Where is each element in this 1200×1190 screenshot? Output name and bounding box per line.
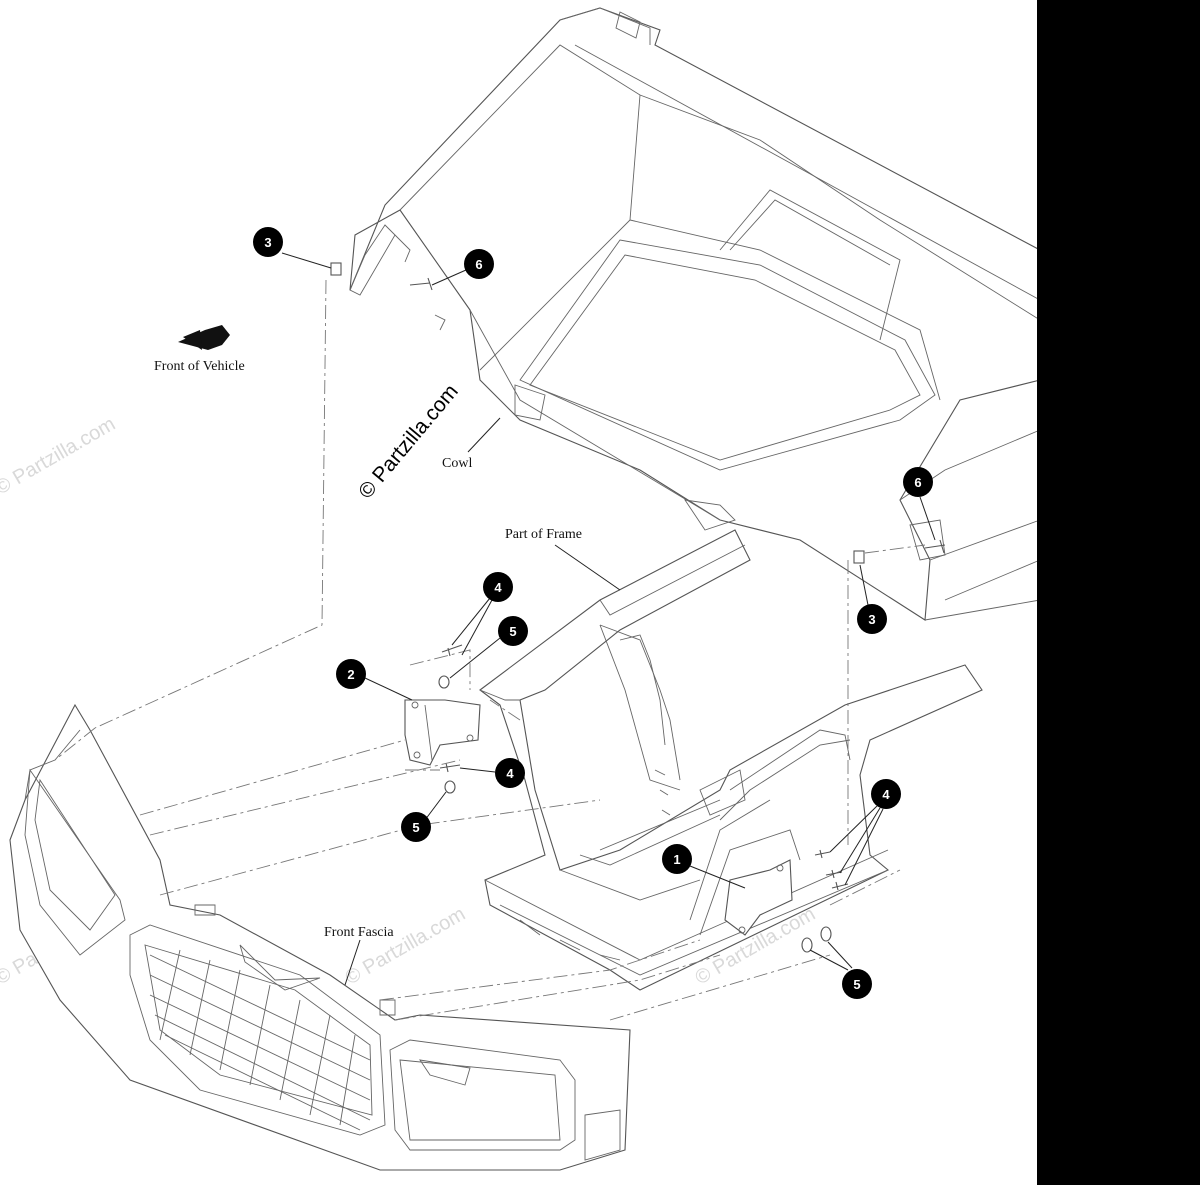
- svg-text:6: 6: [914, 475, 921, 490]
- svg-text:2: 2: [347, 667, 354, 682]
- callout-2: 2: [336, 659, 413, 701]
- front-fascia-part: [9, 703, 631, 1171]
- callouts: 3 6 6 3 4 5 2: [253, 227, 936, 999]
- watermark-text: © Partzilla.com: [0, 413, 119, 499]
- cowl-label: Cowl: [442, 456, 472, 471]
- front-of-vehicle-arrow-icon: [178, 325, 230, 350]
- callout-3-upper-left: 3: [253, 227, 332, 269]
- bracket-right: [724, 859, 793, 936]
- callout-5-upper: 5: [449, 616, 528, 679]
- grille-mesh: [149, 949, 371, 1131]
- callout-6-upper: 6: [431, 249, 494, 286]
- part-of-frame-label: Part of Frame: [505, 527, 582, 542]
- svg-text:3: 3: [264, 235, 271, 250]
- bracket-left: [404, 699, 481, 766]
- svg-text:6: 6: [475, 257, 482, 272]
- callout-4-middle: 4: [459, 758, 525, 788]
- svg-text:3: 3: [868, 612, 875, 627]
- frame-part: [479, 529, 983, 991]
- front-of-vehicle-label: Front of Vehicle: [154, 359, 245, 374]
- fasteners: [330, 262, 946, 953]
- svg-text:4: 4: [882, 787, 890, 802]
- svg-text:4: 4: [494, 580, 502, 595]
- callout-4-right: 4: [829, 779, 901, 886]
- svg-text:4: 4: [506, 766, 514, 781]
- callout-5-right: 5: [809, 941, 872, 999]
- svg-text:5: 5: [509, 624, 516, 639]
- cowl-part: [349, 7, 1041, 621]
- callout-1: 1: [662, 844, 746, 889]
- callout-6-right: 6: [903, 467, 936, 541]
- front-fascia-label: Front Fascia: [324, 925, 394, 940]
- svg-text:1: 1: [673, 852, 680, 867]
- callout-3-right: 3: [857, 564, 887, 634]
- svg-text:5: 5: [412, 820, 419, 835]
- callout-4-upper: 4: [451, 572, 513, 656]
- watermark-text: © Partzilla.com: [342, 903, 470, 989]
- black-side-panel: [1037, 0, 1200, 1185]
- callout-5-middle: 5: [401, 791, 447, 842]
- partzilla-watermark: © Partzilla.com: [354, 380, 463, 503]
- svg-text:5: 5: [853, 977, 860, 992]
